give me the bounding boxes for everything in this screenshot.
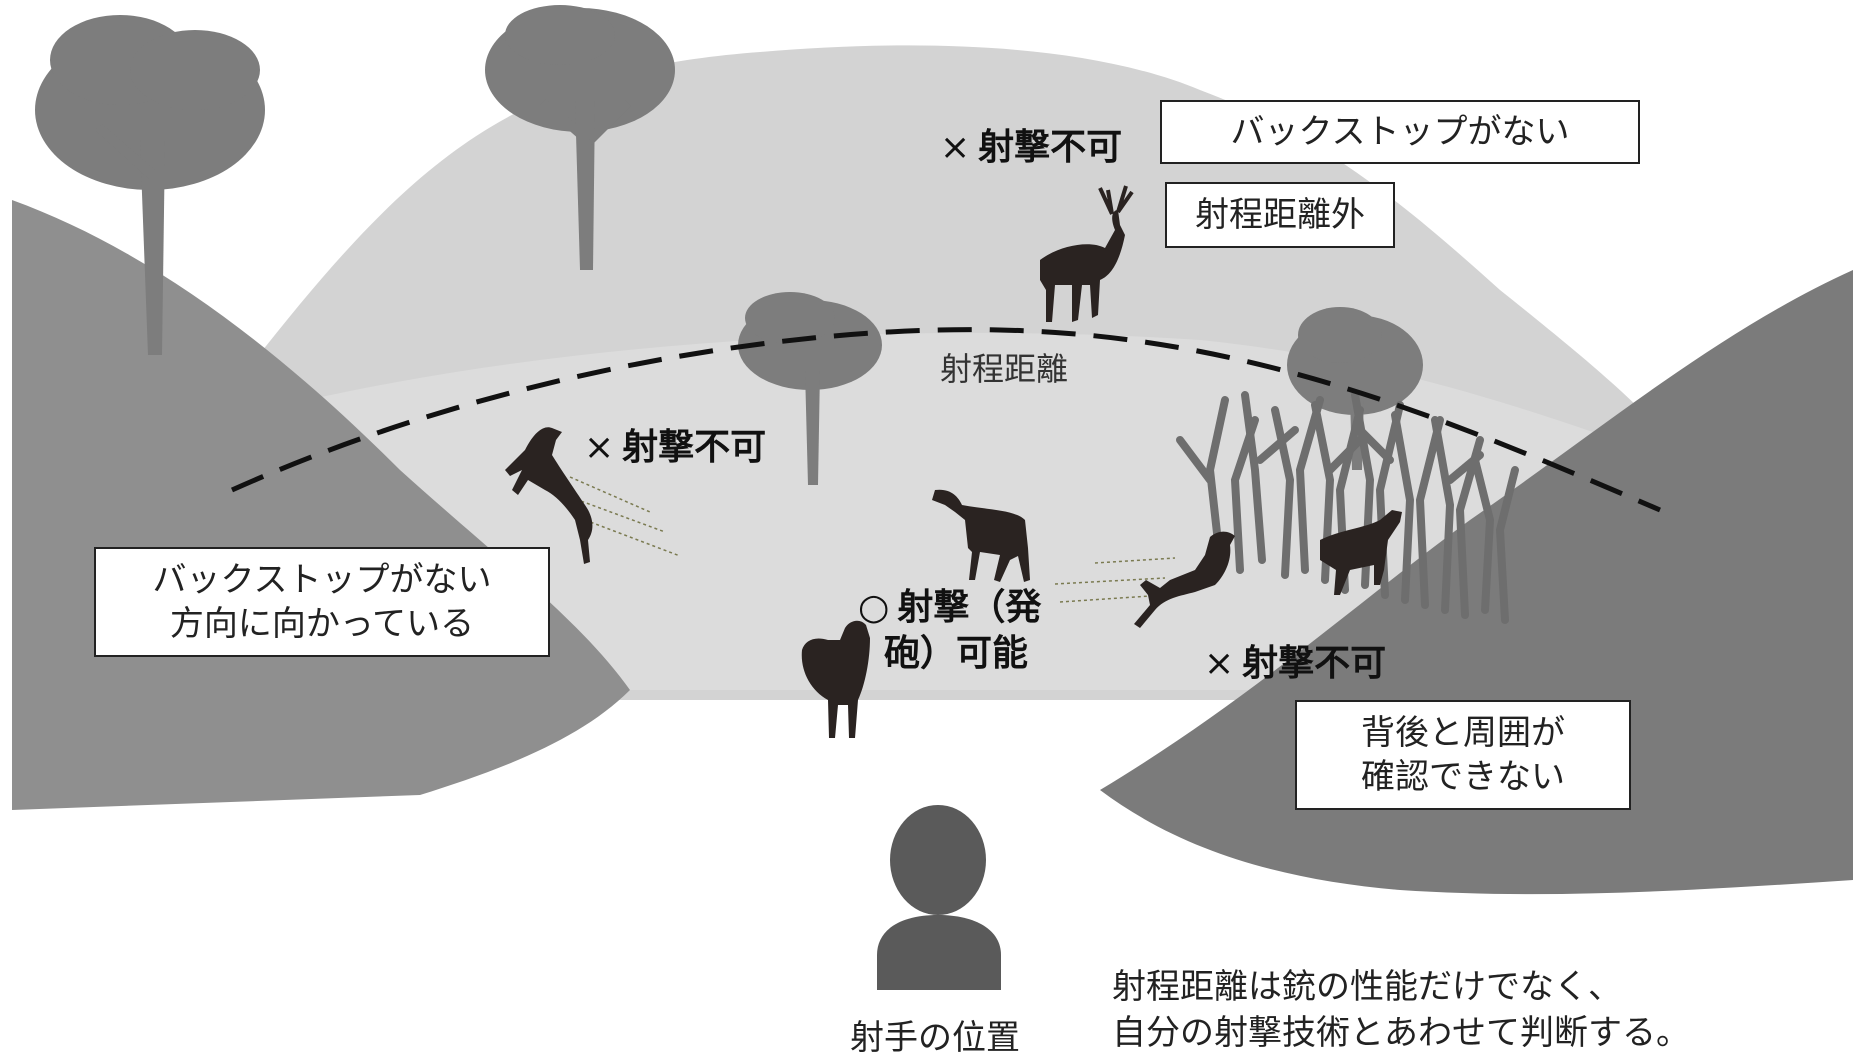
deer-front-center [801, 620, 870, 738]
deer-leaping-right [1134, 531, 1235, 628]
motion-lines-right [1054, 557, 1176, 603]
tree-middle [738, 292, 882, 485]
left-hill [12, 200, 630, 810]
range-line-label: 射程距離 [940, 350, 1069, 388]
note-line-1: 射程距離は銃の性能だけでなく、 [1112, 967, 1622, 1007]
cross-mark: × [584, 427, 615, 468]
range-line [230, 327, 1661, 513]
circle-mark: ○ [858, 587, 890, 628]
reason-line-2: 方向に向かっている [169, 604, 475, 644]
reason-line-1: 背後と周囲が [1361, 713, 1565, 753]
tree-left [35, 15, 265, 355]
cross-mark: × [1204, 643, 1235, 684]
shooter-caption: 射手の位置 [850, 1018, 1020, 1058]
reason-text: 射程距離外 [1195, 195, 1365, 235]
verdict-line-1: 射撃（発 [897, 587, 1042, 628]
reason-cannot-confirm: 背後と周囲が 確認できない [1295, 700, 1631, 810]
reason-text: バックストップがない [1230, 112, 1570, 152]
verdict-text: 射撃不可 [978, 127, 1123, 168]
reason-no-backstop-direction: バックストップがない 方向に向かっている [94, 547, 550, 657]
verdict-right-deer: ×射撃不可 [1204, 644, 1386, 684]
deer-stag-top [1040, 185, 1134, 322]
reason-no-backstop: バックストップがない [1160, 100, 1640, 164]
reason-line-2: 確認できない [1361, 757, 1565, 797]
verdict-text: 射撃不可 [1242, 643, 1387, 684]
verdict-top-deer: ×射撃不可 [940, 128, 1122, 168]
note: 射程距離は銃の性能だけでなく、 自分の射撃技術とあわせて判断する。 [1112, 964, 1690, 1056]
motion-lines-left [569, 476, 681, 557]
right-hill [1100, 270, 1853, 895]
verdict-text: 射撃不可 [622, 427, 767, 468]
deer-standing-center [932, 489, 1030, 582]
deer-leaping-left [505, 427, 593, 564]
tree-top [485, 5, 675, 270]
verdict-left-deer: ×射撃不可 [584, 428, 766, 468]
reason-line-1: バックストップがない [152, 560, 492, 600]
deer-in-grass [1320, 510, 1402, 595]
note-line-2: 自分の射撃技術とあわせて判断する。 [1112, 1013, 1690, 1053]
reason-out-of-range: 射程距離外 [1165, 182, 1395, 248]
verdict-line-2: 砲）可能 [884, 632, 1029, 674]
cross-mark: × [940, 127, 971, 168]
shooter-icon [877, 805, 1001, 990]
verdict-center-deer: ○射撃（発 砲）可能 [858, 588, 1041, 673]
